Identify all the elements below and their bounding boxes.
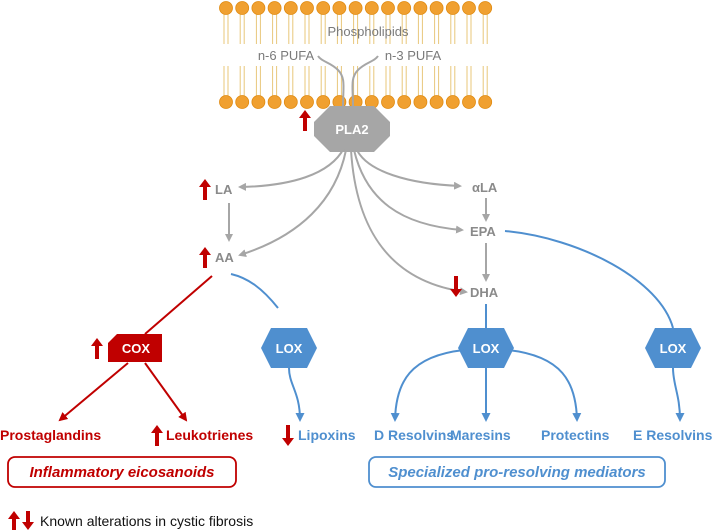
membrane-title: Phospholipids [328,24,409,39]
lipoxins-label: Lipoxins [298,427,356,443]
lipid-head [300,95,314,109]
la-up-arrow-icon [199,179,211,200]
d-resolvins-label: D Resolvins [374,427,454,443]
n3-pufa-label: n-3 PUFA [385,48,442,63]
lipid-head [462,1,476,15]
lipid-head [381,1,395,15]
aa-to-lox-line [230,273,279,309]
lipid-head [364,1,379,15]
leukotrienes-label: Leukotrienes [166,427,253,443]
lox-aa-enzyme-shape [261,328,317,368]
lipid-head [397,1,412,15]
lipid-head [413,1,428,15]
aa-up-arrow-icon [199,247,211,268]
protectins-label: Protectins [541,427,610,443]
inflammatory-group-box [7,456,237,488]
n3-tail-line [351,55,379,107]
lipid-head [251,1,266,15]
pro-resolving-group-label: Specialized pro-resolving mediators [388,464,646,481]
dha-down-arrow-icon [450,276,462,297]
lox-to-lipoxins-arrow [288,367,305,422]
lox-aa-label: LOX [276,341,303,356]
e-resolvins-label: E Resolvins [633,427,713,443]
aa-to-cox-line [144,275,213,335]
pla2-enzyme-shape [314,106,390,152]
pla2-to-aa-arrow [238,149,347,257]
inflammatory-group-label: Inflammatory eicosanoids [29,464,214,481]
cox-to-leukotrienes-arrow [144,362,188,422]
lipid-head [316,95,331,109]
lipid-head [381,95,395,109]
pla2-to-epa-arrow [353,149,464,234]
epa-label: EPA [470,224,496,239]
legend-down-arrow-icon [22,511,34,530]
legend-text: Known alterations in cystic fibrosis [40,513,253,529]
pla2-to-ala-arrow [355,147,462,190]
phospholipid-bilayer [219,1,493,109]
la-label: LA [215,182,233,197]
pla2-up-arrow-icon [299,110,311,131]
lipid-head [300,1,314,15]
lipid-head [283,95,298,109]
lipid-head [219,1,233,15]
lipid-head [235,95,250,109]
lipid-head [348,1,363,15]
leukotrienes-up-arrow-icon [151,425,163,446]
lipid-head [251,95,266,109]
lipid-head [219,95,233,109]
lipid-head [316,1,331,15]
dha-label: DHA [470,285,499,300]
lipid-head [445,1,460,15]
lipid-head [429,1,444,15]
lipid-head [267,1,282,15]
ala-label: αLA [472,180,498,195]
cox-label: COX [122,341,151,356]
lipid-head [267,95,282,109]
lox-to-d-resolvins-arrow [390,349,465,422]
lipoxins-down-arrow-icon [282,425,294,446]
lox-epa-label: LOX [660,341,687,356]
lipid-head [235,1,250,15]
lipid-head [478,1,493,15]
aa-label: AA [215,250,234,265]
cox-enzyme-shape [108,334,162,362]
lox-epa-enzyme-shape [645,328,701,368]
lox-to-protectins-arrow [507,349,582,422]
n6-pufa-label: n-6 PUFA [258,48,315,63]
legend-up-arrow-icon [8,511,20,530]
pla2-to-dha-arrow [350,149,468,296]
n6-tail-line [317,55,345,107]
lipid-head [445,95,460,109]
lipid-head [283,1,298,15]
lipid-head [462,95,476,109]
cox-up-arrow-icon [91,338,103,359]
pla2-label: PLA2 [335,122,368,137]
maresins-label: Maresins [450,427,511,443]
lox-to-e-resolvins-arrow [672,367,685,422]
cox-to-prostaglandins-arrow [58,362,129,422]
lipid-head [429,95,444,109]
lox-dha-enzyme-shape [458,328,514,368]
lipid-head [332,1,347,15]
lox-dha-label: LOX [473,341,500,356]
lipid-head [413,95,428,109]
lipid-head [478,95,493,109]
pro-resolving-group-box [368,456,666,488]
epa-to-lox-line [504,230,674,329]
pla2-to-la-arrow [238,147,345,191]
lipid-head [397,95,412,109]
prostaglandins-label: Prostaglandins [0,427,101,443]
